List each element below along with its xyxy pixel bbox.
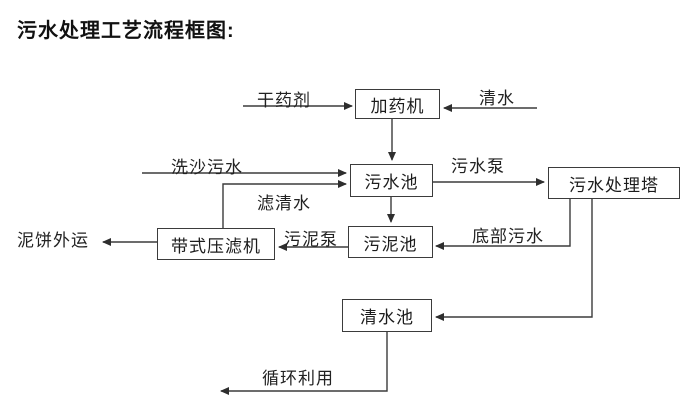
edge-tower-to-sludge-pool [435, 199, 571, 250]
node-clean-water-pool: 清水池 [342, 299, 432, 332]
edge-tower-to-clean-pool [435, 199, 593, 321]
edge-clean-pool-to-recycling [220, 332, 388, 395]
flow-label-mud-cake-outbound: 泥饼外运 [17, 231, 89, 250]
node-sludge-pool: 污泥池 [348, 226, 433, 258]
page-title: 污水处理工艺流程框图: [17, 20, 235, 42]
flow-label-sludge-pump: 污泥泵 [284, 230, 338, 249]
flow-label-dry-chemical: 干药剂 [257, 91, 311, 110]
flow-label-clean-water: 清水 [479, 89, 515, 108]
node-belt-filter-press: 带式压滤机 [157, 228, 275, 260]
flow-label-sewage-pump: 污水泵 [451, 157, 505, 176]
node-sewage-treatment-tower: 污水处理塔 [548, 167, 680, 199]
node-sewage-pool: 污水池 [350, 164, 433, 197]
flow-label-recycling: 循环利用 [262, 369, 334, 388]
flow-label-filtered-water: 滤清水 [257, 194, 311, 213]
flow-label-bottom-sewage: 底部污水 [472, 227, 544, 246]
edge-filtered-water-to-sewage-pool [222, 180, 347, 228]
node-dosing-machine: 加药机 [355, 89, 440, 119]
flow-label-sand-washing-sewage: 洗沙污水 [171, 158, 243, 177]
